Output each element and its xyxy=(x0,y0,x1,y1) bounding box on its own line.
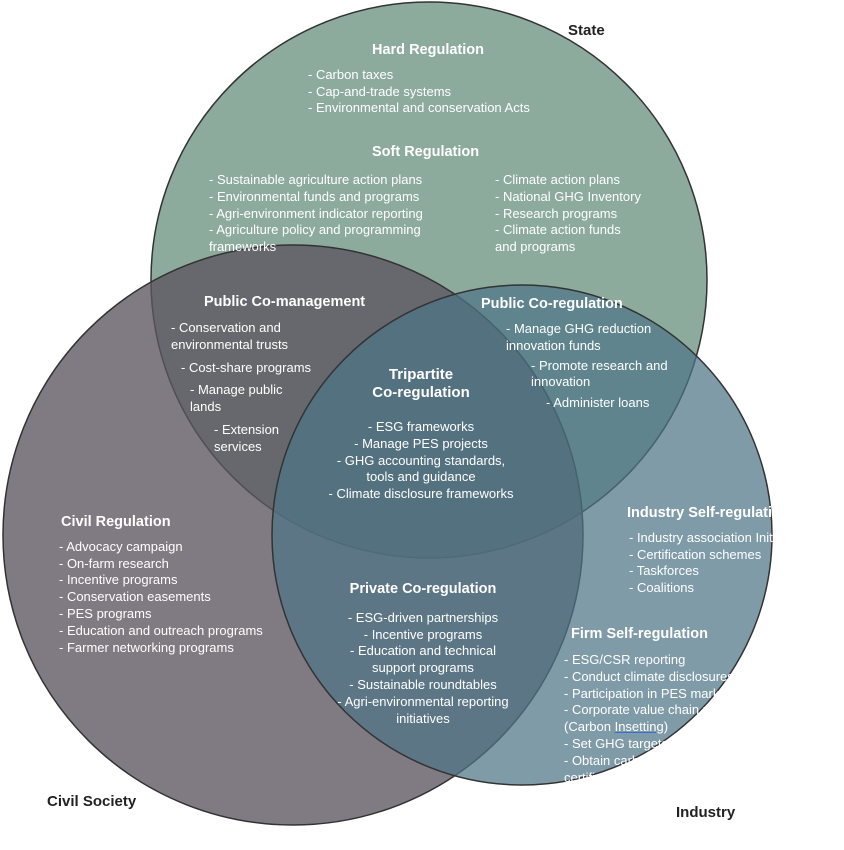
list-item: - Administer loans xyxy=(546,395,650,411)
list-item: - Manage PES projects xyxy=(354,435,488,451)
civil-regulation-region: Civil Regulation - Advocacy campaign - O… xyxy=(59,514,263,656)
list-item: - Agriculture policy and programming xyxy=(209,222,421,238)
list-item: support programs xyxy=(372,660,474,676)
list-item: - ESG/CSR reporting xyxy=(564,652,686,667)
civil-regulation-title: Civil Regulation xyxy=(61,514,171,530)
public-coregulation-title: Public Co-regulation xyxy=(481,296,623,312)
public-coregulation-list: - Manage GHG reduction innovation funds … xyxy=(506,321,668,412)
list-item: and programs xyxy=(495,239,576,255)
insetting-word: Insetting xyxy=(614,719,664,735)
list-item: - Cost-share programs xyxy=(181,359,312,375)
public-comanagement-list: - Conservation and environmental trusts … xyxy=(171,320,311,456)
list-item: services xyxy=(214,438,262,454)
list-item: - Agri-environment indicator reporting xyxy=(209,205,423,221)
list-item: initiatives xyxy=(396,710,450,726)
tripartite-region: Tripartite Co-regulation - ESG framework… xyxy=(290,366,552,503)
private-coregulation-title: Private Co-regulation xyxy=(349,581,497,597)
industry-self-regulation-region: Industry Self-regulation - Industry asso… xyxy=(627,505,803,597)
insetting-prefix: (Carbon xyxy=(564,719,615,735)
industry-label: Industry xyxy=(676,804,736,821)
list-item: - Participation in PES markets xyxy=(564,685,737,701)
list-item: - Extension xyxy=(214,421,280,437)
list-item: - Manage public xyxy=(190,382,283,398)
list-item: - Incentive programs xyxy=(363,626,483,642)
list-item: - Sustainable agriculture action plans xyxy=(209,172,423,187)
list-item: - Industry association Initiative xyxy=(629,529,804,545)
soft-regulation-title: Soft Regulation xyxy=(372,144,480,160)
list-item: innovation funds xyxy=(506,337,601,353)
tripartite-title-line1: Tripartite xyxy=(388,366,454,383)
list-item: - Environmental and conservation Acts xyxy=(308,100,530,116)
list-item: - Carbon taxes xyxy=(308,66,394,82)
civil-society-label: Civil Society xyxy=(47,793,137,810)
list-item: - On-farm research xyxy=(59,555,169,571)
list-item: - Climate action funds xyxy=(495,222,621,238)
list-item: - PES programs xyxy=(59,605,152,621)
list-item: - ESG frameworks xyxy=(367,419,475,434)
hard-regulation-region: Hard Regulation - Carbon taxes - Cap-and… xyxy=(308,42,530,117)
list-item: - ESG-driven partnerships xyxy=(347,609,499,625)
list-item: - Obtain carbon neutral xyxy=(564,752,697,768)
list-item: - Set GHG targets xyxy=(564,735,669,751)
list-item: - Farmer networking programs xyxy=(59,639,234,655)
list-item: - Climate disclosure frameworks xyxy=(328,486,514,502)
insetting-suffix: ) xyxy=(663,719,669,735)
list-item: - Conservation and xyxy=(171,320,281,335)
list-item: innovation xyxy=(531,374,591,390)
list-item: - Environmental funds and programs xyxy=(209,188,420,204)
list-item: - Coalitions xyxy=(629,580,695,596)
firm-self-regulation-title: Firm Self-regulation xyxy=(571,626,708,642)
list-item: - Corporate value chain projects xyxy=(564,702,749,718)
list-item: - Education and technical xyxy=(350,643,496,659)
carbon-insetting-line: (Carbon Insetting) xyxy=(564,719,748,736)
list-item: - Climate action plans xyxy=(495,172,620,187)
list-item: - Education and outreach programs xyxy=(59,622,263,638)
list-item: - Sustainable roundtables xyxy=(349,676,497,692)
list-item: - Manage GHG reduction xyxy=(506,321,652,336)
list-item: lands xyxy=(190,399,222,415)
soft-regulation-left-list: - Sustainable agriculture action plans -… xyxy=(209,172,423,256)
hard-regulation-title: Hard Regulation xyxy=(372,42,484,58)
list-item: - Conservation easements xyxy=(59,589,211,605)
list-item: - GHG accounting standards, xyxy=(336,452,506,468)
private-coregulation-region: Private Co-regulation - ESG-driven partn… xyxy=(300,581,546,727)
soft-regulation-right-list: - Climate action plans - National GHG In… xyxy=(495,172,641,256)
list-item: tools and guidance xyxy=(366,469,476,485)
list-item: - Certification schemes xyxy=(629,546,762,562)
industry-circle xyxy=(271,284,773,786)
list-item: - Incentive programs xyxy=(59,572,178,588)
state-label: State xyxy=(568,22,605,39)
list-item: - Promote research and xyxy=(531,357,668,373)
list-item: - Advocacy campaign xyxy=(59,538,183,554)
list-item: - Agri-environmental reporting xyxy=(337,693,509,709)
tripartite-title-line2: Co-regulation xyxy=(372,384,470,401)
list-item: certifications xyxy=(564,769,637,785)
list-item: - Research programs xyxy=(495,205,618,221)
list-item: - Conduct climate disclosures xyxy=(564,668,734,684)
public-comanagement-title: Public Co-management xyxy=(204,294,366,310)
industry-self-regulation-title: Industry Self-regulation xyxy=(627,505,790,521)
list-item: frameworks xyxy=(209,239,277,255)
list-item: - Taskforces xyxy=(629,563,699,579)
list-item: environmental trusts xyxy=(171,336,289,352)
list-item: - National GHG Inventory xyxy=(495,188,641,204)
list-item: - Cap-and-trade systems xyxy=(308,83,452,99)
firm-self-regulation-list: - ESG/CSR reporting - Conduct climate di… xyxy=(564,652,748,786)
